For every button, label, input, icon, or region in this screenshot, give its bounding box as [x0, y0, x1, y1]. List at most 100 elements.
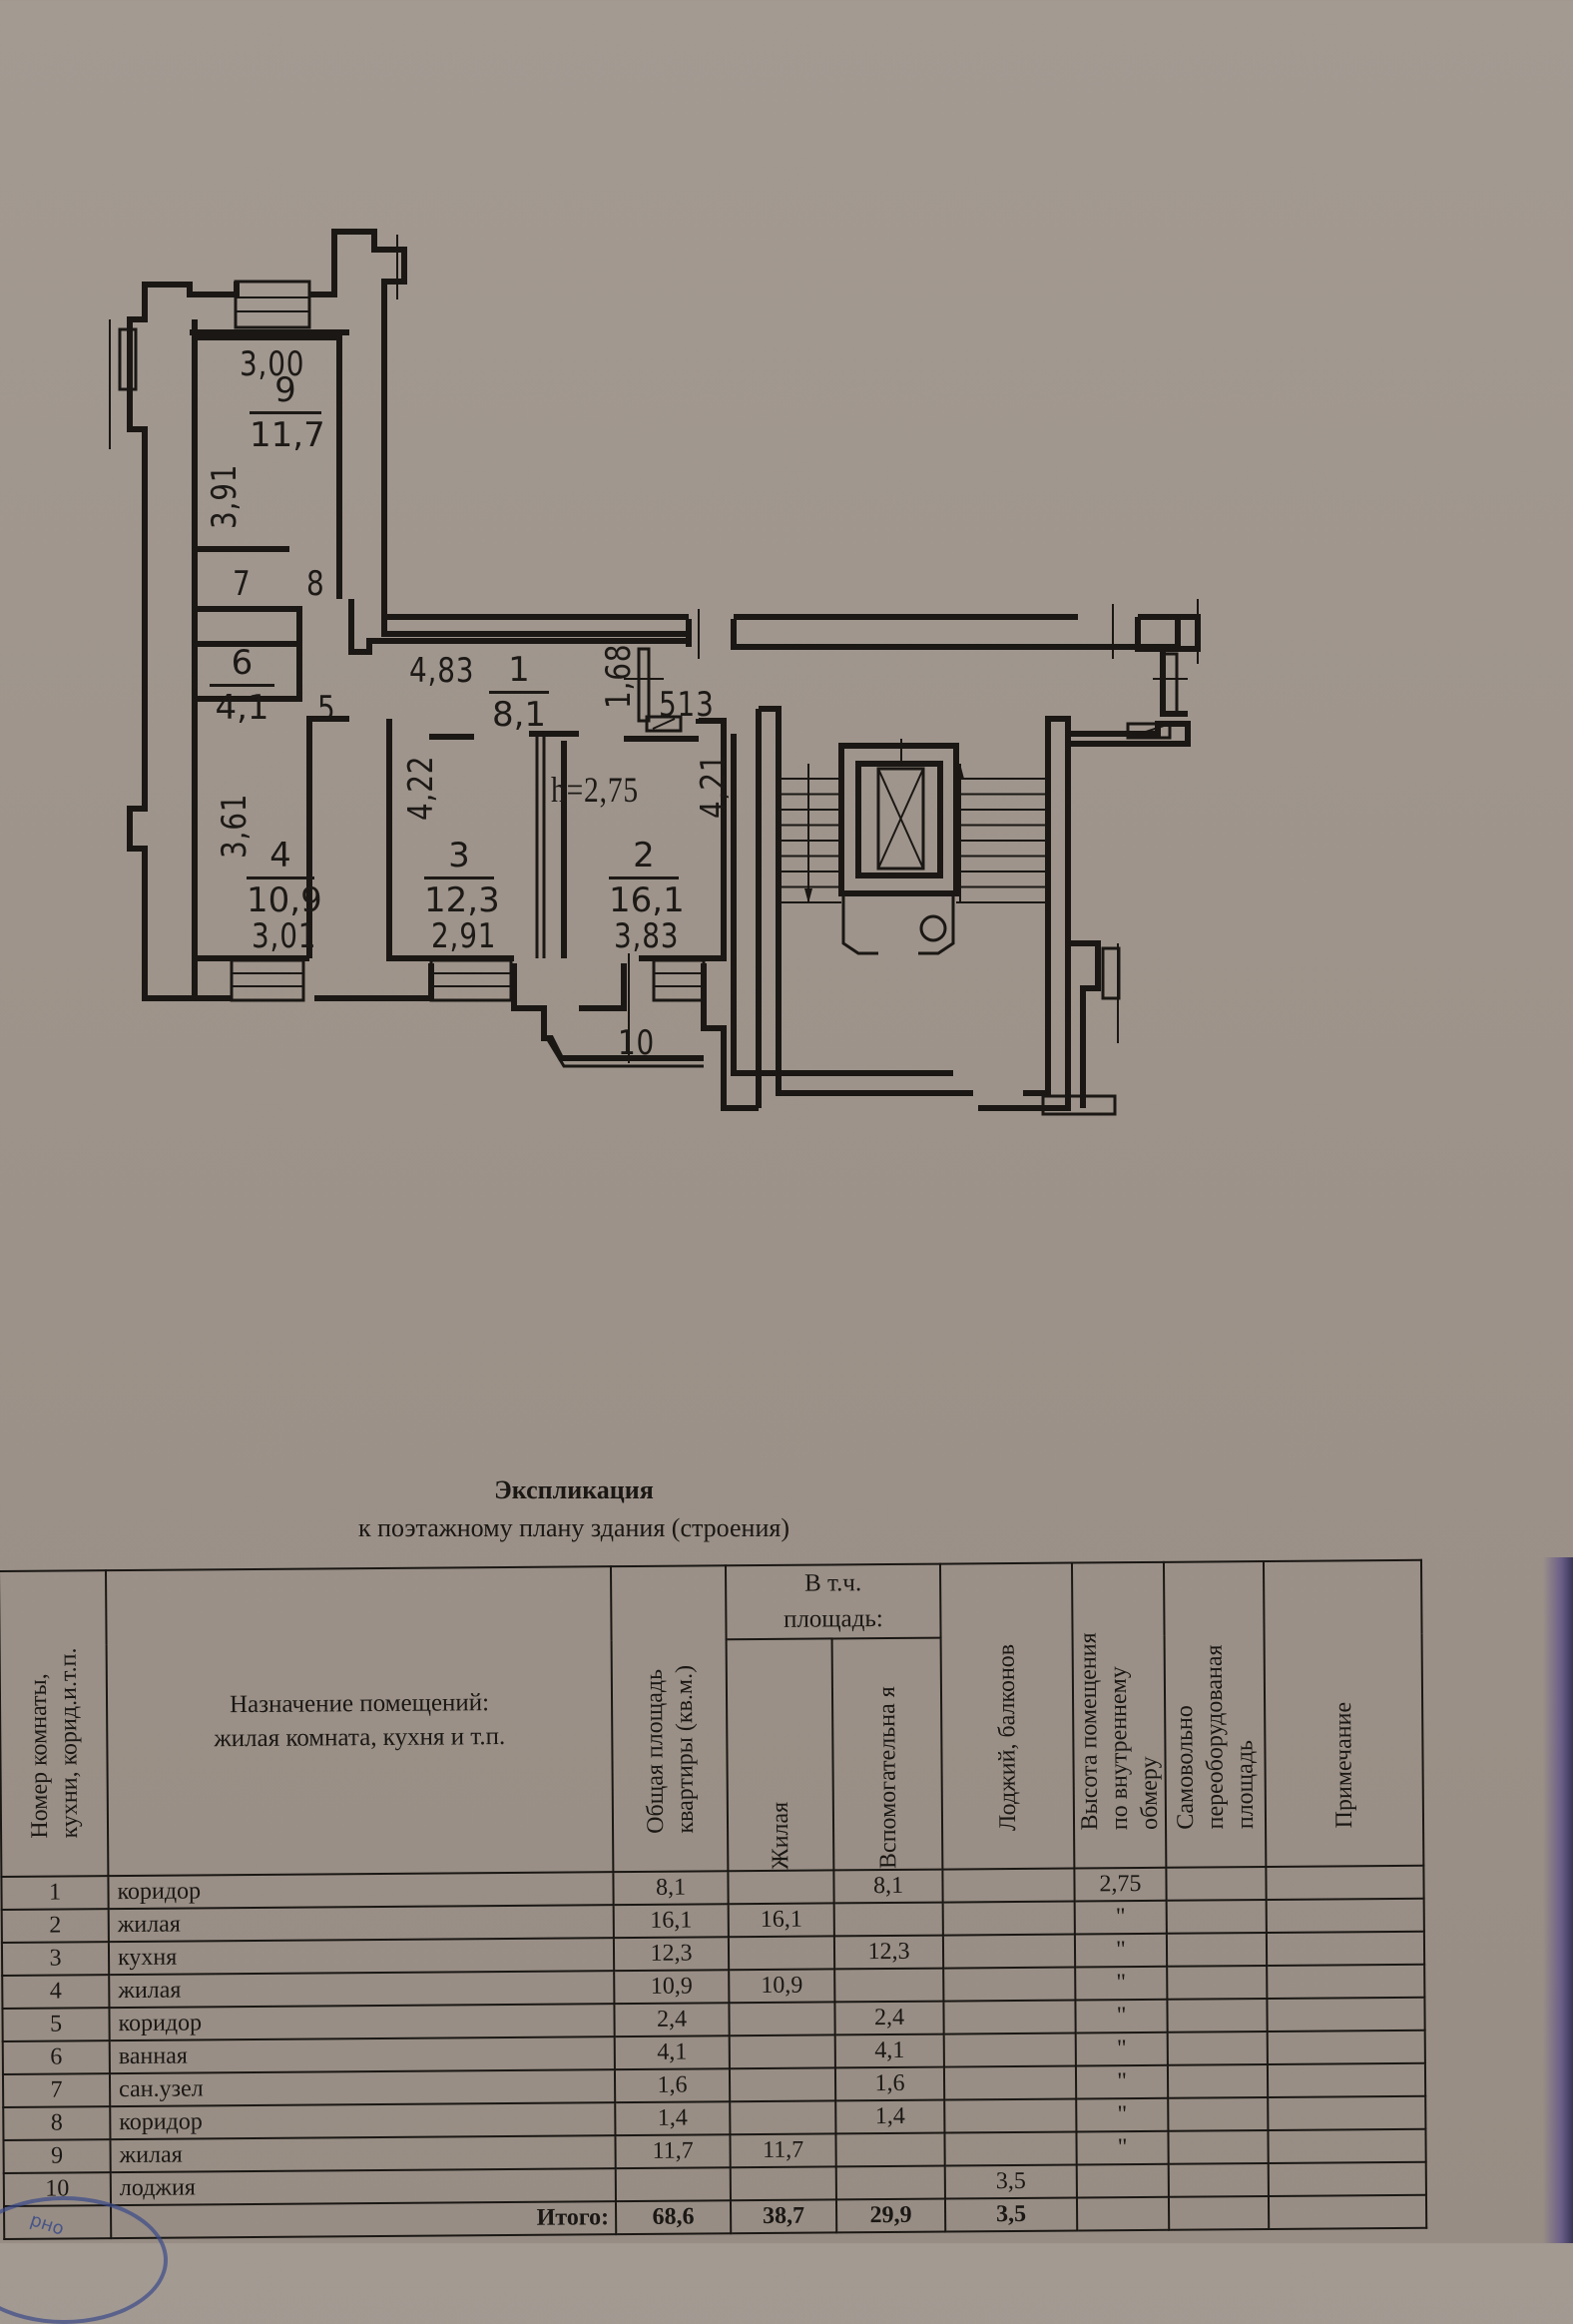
cell-name: сан.узел — [109, 2069, 616, 2107]
header-incl: В т.ч. площадь: — [725, 1563, 941, 1640]
cell-loggia: 3,5 — [944, 2164, 1077, 2199]
cell-living — [729, 2002, 835, 2036]
dim-3-83: 3,83 — [614, 916, 680, 956]
cell-empty — [1266, 1865, 1424, 1901]
cell-num: 8 — [3, 2106, 111, 2140]
cell-empty — [1166, 1933, 1268, 1967]
header-loggia: Лоджий, балконов — [939, 1562, 1075, 1870]
room-number: 9 — [274, 370, 296, 410]
cell-num: 9 — [3, 2139, 111, 2173]
room-number: 4 — [269, 836, 291, 875]
room-number: 6 — [231, 643, 254, 683]
cell-empty — [1267, 1964, 1425, 2000]
header-height: Высота помещения по внутреннему обмеру — [1071, 1561, 1167, 1869]
cell-loggia — [943, 2033, 1076, 2067]
cell-num: 4 — [2, 1975, 110, 2009]
totals-label: Итого: — [110, 2201, 617, 2239]
cell-height: " — [1075, 1999, 1168, 2034]
cell-loggia — [942, 1868, 1075, 1903]
cell-empty — [1268, 2095, 1426, 2131]
dim-513: 513 — [659, 685, 715, 725]
cell-living — [730, 2166, 836, 2201]
room-1-label: 1 8,1 — [489, 651, 549, 734]
room-area: 11,7 — [250, 415, 325, 455]
cell-height — [1076, 2163, 1169, 2198]
cell-empty — [1267, 2062, 1426, 2098]
stairs-elevator — [779, 739, 1048, 955]
dim-3-91: 3,91 — [205, 463, 245, 529]
cell-aux: 1,6 — [834, 2066, 945, 2101]
cell-living — [728, 1870, 834, 1905]
cell-total: 8,1 — [613, 1871, 729, 1906]
dim-4-21: 4,21 — [694, 753, 734, 819]
header-aux: Вспомогательна я — [831, 1637, 943, 1871]
cell-aux: 2,4 — [834, 2001, 944, 2035]
cell-num: 7 — [2, 2073, 111, 2107]
header-self: Самовольно переоборудованая площадь — [1163, 1561, 1267, 1868]
cell-name: жилая — [110, 2135, 616, 2173]
cell-total: 2,4 — [614, 2003, 730, 2037]
cell-name: жилая — [109, 1971, 615, 2009]
cell-num: 3 — [1, 1942, 110, 1976]
totals-living: 38,7 — [730, 2199, 837, 2234]
cell-loggia — [944, 2131, 1077, 2166]
cell-num: 1 — [1, 1876, 109, 1910]
cell-aux — [835, 2132, 945, 2167]
cell-aux: 1,4 — [835, 2099, 945, 2134]
cell-height: " — [1074, 1900, 1167, 1935]
windows — [109, 235, 1199, 1116]
cell-empty — [1166, 1900, 1267, 1934]
explication-subtitle: к поэтажному плану здания (строения) — [358, 1513, 789, 1542]
totals-loggia: 3,5 — [944, 2197, 1078, 2232]
cell-living — [729, 2067, 836, 2102]
cell-name: коридор — [108, 1872, 614, 1910]
cell-total: 1,6 — [614, 2068, 731, 2103]
dim-3-61: 3,61 — [215, 793, 255, 859]
room-area: 16,1 — [609, 880, 685, 920]
walls — [127, 229, 1201, 1111]
cell-empty — [1267, 2030, 1425, 2065]
cell-living: 16,1 — [728, 1903, 834, 1938]
cell-empty — [1168, 2130, 1269, 2164]
cell-loggia — [942, 1934, 1076, 1969]
cell-height: " — [1075, 2064, 1169, 2099]
cell-loggia — [942, 1901, 1075, 1936]
dim-2-91: 2,91 — [431, 916, 497, 956]
cell-aux: 12,3 — [833, 1935, 944, 1970]
dim-4-83: 4,83 — [409, 651, 475, 691]
background-edge — [1423, 1557, 1573, 2243]
cell-living: 10,9 — [729, 1969, 835, 2004]
room-8-label: 8 — [306, 564, 325, 604]
cell-total: 12,3 — [613, 1937, 730, 1972]
room-area: 12,3 — [424, 880, 500, 920]
cell-empty — [1166, 1867, 1267, 1901]
cell-name: ванная — [109, 2036, 615, 2074]
partition-door — [535, 647, 1172, 958]
cell-empty — [1268, 2128, 1426, 2164]
cell-living — [730, 2100, 836, 2135]
room-number: 2 — [633, 836, 655, 875]
cell-loggia — [943, 1967, 1076, 2002]
cell-total: 11,7 — [615, 2134, 731, 2169]
cell-empty — [1168, 2163, 1269, 2197]
cell-empty — [1168, 2097, 1269, 2131]
room-number: 1 — [508, 650, 530, 690]
cell-empty — [1266, 1898, 1424, 1934]
cell-height: " — [1075, 1966, 1168, 2001]
cell-empty — [1167, 2032, 1268, 2065]
cell-empty — [1167, 1966, 1268, 2000]
cell-name: коридор — [110, 2102, 616, 2140]
cell-aux — [834, 1968, 944, 2003]
cell-total — [615, 2167, 731, 2202]
totals-total: 68,6 — [615, 2200, 732, 2235]
cell-height: " — [1075, 2032, 1168, 2066]
cell-loggia — [943, 2065, 1077, 2100]
cell-height: 2,75 — [1074, 1867, 1167, 1902]
floor-plan — [109, 229, 1201, 1116]
cell-total: 10,9 — [614, 1970, 730, 2005]
header-total: Общая площадь квартиры (кв.м.) — [610, 1565, 729, 1873]
room-6-label: 6 4,1 — [210, 644, 274, 727]
cell-name: кухня — [108, 1938, 615, 1976]
loggia-outline — [545, 1037, 704, 1068]
cell-empty — [1167, 2064, 1269, 2098]
